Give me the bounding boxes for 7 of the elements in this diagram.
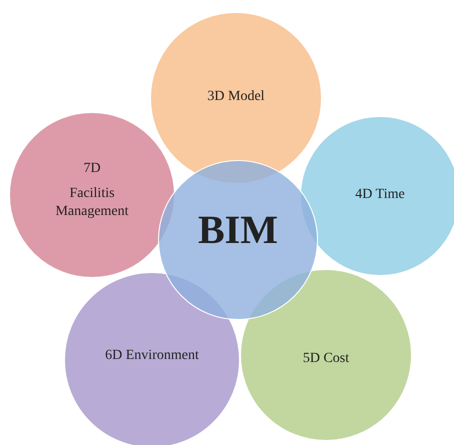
circle-label: 7D <box>83 160 101 178</box>
circle-label: 3D Model <box>207 88 265 106</box>
circle-label: 4D Time <box>355 186 405 204</box>
circle-label: 5D Cost <box>302 350 350 368</box>
circle-label: 6D Environment <box>105 347 199 364</box>
circle-label: Facilitis Management <box>54 185 130 220</box>
center-label: BIM <box>198 206 278 254</box>
